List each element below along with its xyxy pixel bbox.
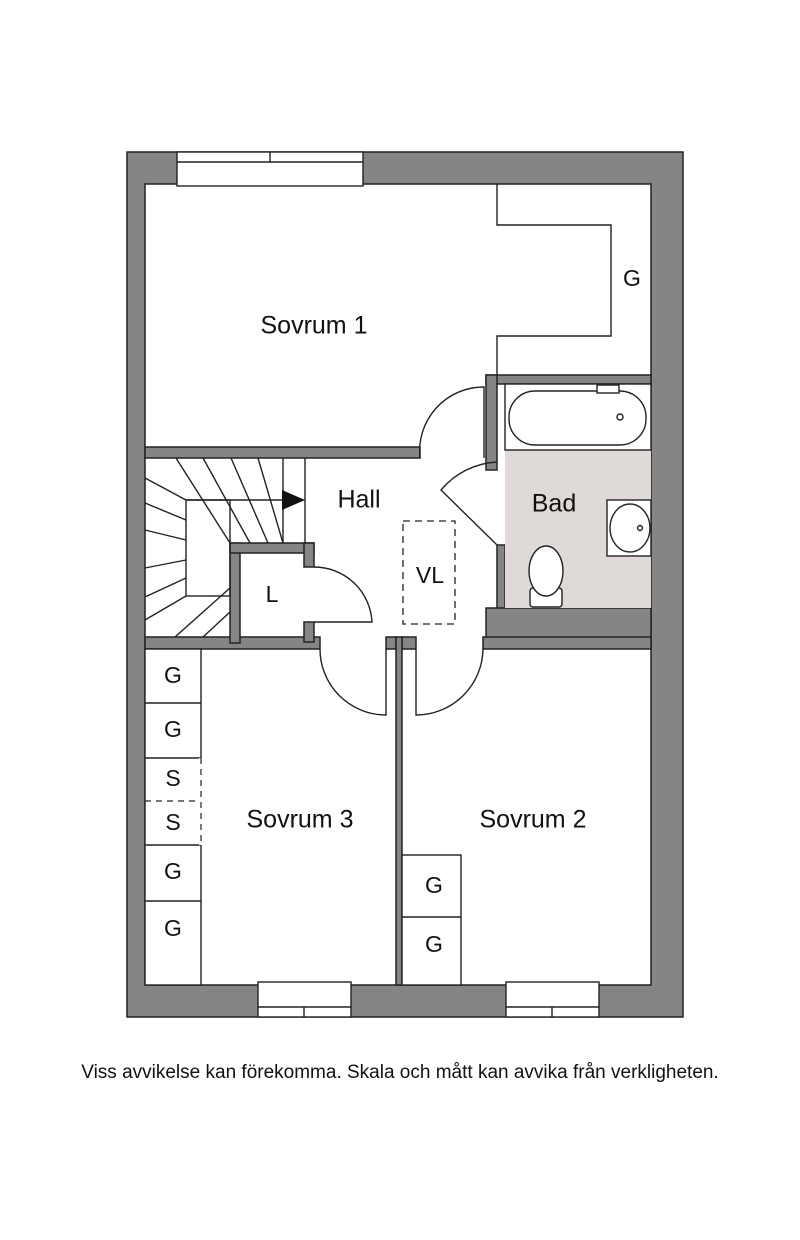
room-label-bedroom-2: Sovrum 2 — [480, 806, 587, 834]
room-label-linen: L — [266, 581, 279, 607]
sink-icon — [606, 499, 652, 557]
closet-label: G — [623, 265, 641, 291]
wall-bedroom1-hall — [144, 446, 421, 459]
vl-box — [402, 520, 456, 625]
wall-linen-top — [229, 542, 315, 554]
room-label-bedroom-1: Sovrum 1 — [261, 312, 368, 340]
wardrobe-bedroom1-outline — [496, 184, 612, 375]
closet-label: G — [164, 662, 182, 688]
window-bedroom2 — [505, 981, 600, 1018]
wall-linen-right-low — [303, 621, 315, 643]
bathtub-icon — [504, 383, 652, 451]
wall-linen-left — [229, 542, 241, 644]
toilet-icon — [528, 545, 564, 608]
door-linen — [313, 566, 373, 623]
window-bedroom1 — [176, 151, 364, 187]
room-label-bathroom: Bad — [532, 490, 576, 518]
closet-label: S — [165, 809, 180, 835]
wall-hall-bath-top — [485, 374, 652, 385]
wardrobes-bedroom3 — [144, 648, 203, 986]
closet-label: G — [425, 931, 443, 957]
closet-label: G — [164, 858, 182, 884]
wall-bed2-top-left — [401, 636, 417, 650]
room-label-vl: VL — [416, 562, 444, 588]
room-label-hall: Hall — [337, 486, 380, 514]
closet-label: G — [164, 915, 182, 941]
stair-arrow-icon — [282, 490, 305, 510]
wall-bed2-top-right — [482, 636, 652, 650]
door-bathroom — [440, 461, 498, 546]
staircase — [144, 457, 306, 638]
wall-linen-right — [303, 542, 315, 568]
closet-label: G — [164, 716, 182, 742]
wall-bed3-bed2 — [395, 636, 403, 986]
room-label-bedroom-3: Sovrum 3 — [247, 806, 354, 834]
wall-bed3-top-right — [385, 636, 397, 650]
window-bedroom3 — [257, 981, 352, 1018]
disclaimer-text: Viss avvikelse kan förekomma. Skala och … — [81, 1062, 719, 1083]
wall-hall-bath-left — [485, 374, 498, 471]
closet-label: S — [165, 765, 180, 791]
closet-label: G — [425, 872, 443, 898]
door-bedroom2 — [415, 648, 484, 716]
door-bedroom3 — [319, 648, 387, 716]
wardrobes-bedroom2 — [401, 854, 462, 986]
door-bedroom1 — [418, 386, 485, 459]
